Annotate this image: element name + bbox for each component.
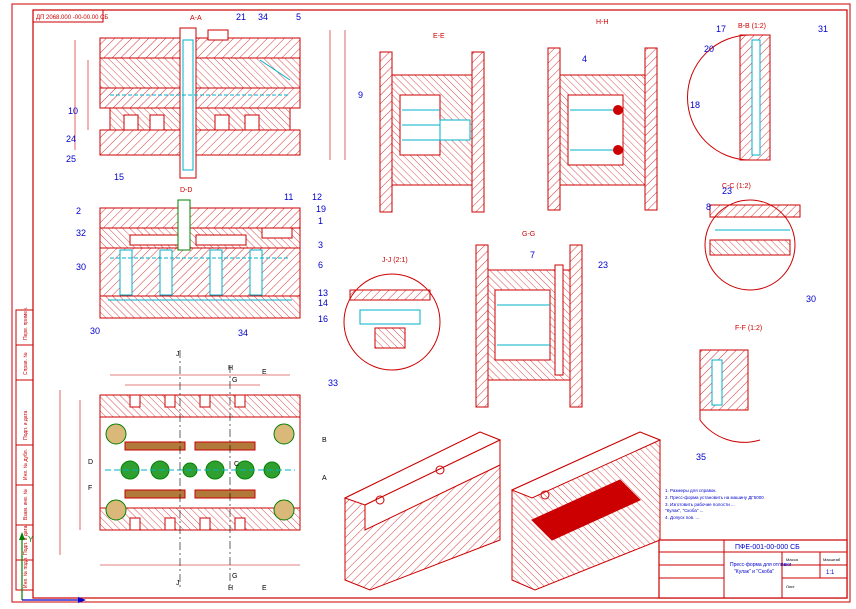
plan-label-g-top: G	[232, 377, 237, 384]
left-strip-item7: Инв. № подл.	[23, 557, 29, 588]
note-2: 2. Пресс-форма установить на машину ДГ50…	[665, 495, 764, 500]
callout-9: 9	[358, 90, 363, 100]
isometric-view-left	[343, 431, 502, 591]
title-sheet-label: Лист	[786, 584, 795, 589]
callout-6: 6	[318, 260, 323, 270]
callout-16: 16	[318, 314, 328, 324]
callout-5: 5	[296, 12, 301, 22]
callout-17: 17	[716, 24, 726, 34]
callout-3: 3	[318, 240, 323, 250]
callout-19: 19	[316, 204, 326, 214]
left-strip-item4: Инв. № дубл.	[23, 449, 29, 480]
callout-7: 7	[530, 250, 535, 260]
plan-view: J J H H G G E E B A C D F	[59, 350, 327, 592]
callout-30b: 30	[90, 326, 100, 336]
section-ff-label: F-F (1:2)	[735, 325, 762, 332]
plan-label-h-bottom: H	[228, 585, 233, 592]
section-aa-view: A-A	[74, 15, 346, 179]
left-strip-item6: Подп. и дата	[23, 525, 29, 555]
doc-code-stamp: ДП 2068.000 -00-00.00 СБ	[36, 15, 108, 21]
section-jj-label: J-J (2:1)	[382, 257, 408, 264]
plan-label-e-top: E	[262, 369, 267, 376]
callout-21: 21	[236, 12, 246, 22]
callout-23b: 23	[722, 186, 732, 196]
left-strip-item1: Перв. примен.	[23, 307, 29, 340]
callout-35: 35	[696, 452, 706, 462]
callouts: 21 34 5 10 24 25 15 11 12 19 1 3 6 13 14…	[66, 12, 828, 462]
section-ff-view: F-F (1:2)	[699, 325, 762, 443]
note-4: "Кулак", "Скоба" ...	[665, 508, 704, 513]
sheet-outer-frame	[11, 3, 851, 603]
callout-2: 2	[76, 206, 81, 216]
plan-label-f: F	[88, 485, 92, 492]
doc-code-stamp-box	[32, 9, 104, 23]
note-3: 3. Изготовить рабочие полости ...	[665, 502, 735, 507]
callout-11: 11	[284, 192, 293, 202]
callout-8: 8	[706, 202, 711, 212]
section-ee-label: E-E	[433, 33, 445, 40]
section-cc-label: C-C (1:2)	[722, 183, 751, 190]
technical-notes: 1. Размеры для справок. 2. Пресс-форма у…	[665, 488, 764, 520]
isometric-view-right	[510, 431, 662, 591]
callout-12: 12	[312, 192, 322, 202]
plan-label-c: C	[234, 461, 239, 468]
callout-30c: 30	[806, 294, 816, 304]
note-1: 1. Размеры для справок.	[665, 488, 717, 493]
callout-13: 13	[318, 288, 328, 298]
section-hh-label: H-H	[596, 19, 608, 26]
plan-label-j-top: J	[176, 351, 180, 358]
plan-label-h-top: H	[228, 365, 233, 372]
callout-30a: 30	[76, 262, 86, 272]
callout-33: 33	[328, 378, 338, 388]
left-strip-item3: Подп. и дата	[23, 410, 29, 440]
callout-18: 18	[690, 100, 700, 110]
section-hh-view: H-H	[547, 19, 658, 211]
plan-label-g-bottom: G	[232, 573, 237, 580]
callout-20: 20	[704, 44, 714, 54]
callout-10: 10	[68, 106, 78, 116]
callout-34a: 34	[258, 12, 268, 22]
title-scale: 1:1	[826, 570, 835, 576]
callout-34b: 34	[238, 328, 248, 338]
ucs-icon: Y	[19, 532, 86, 603]
section-gg-view: G-G	[475, 231, 583, 408]
callout-24: 24	[66, 134, 76, 144]
callout-15: 15	[114, 172, 124, 182]
callout-23a: 23	[598, 260, 608, 270]
section-ee-view: E-E	[379, 33, 485, 213]
callout-1: 1	[318, 216, 323, 226]
title-mass-label: Масса	[786, 557, 799, 562]
plan-label-b: B	[322, 437, 327, 444]
section-dd-label: D-D	[180, 187, 192, 194]
plan-label-e-bottom: E	[262, 585, 267, 592]
title-block: ПФЕ-001-00-000 СБ Пресс-форма для отливк…	[658, 539, 848, 599]
title-code: ПФЕ-001-00-000 СБ	[735, 544, 800, 551]
section-aa-label: A-A	[190, 15, 202, 22]
note-5: 4. Допуск пов. ...	[665, 515, 699, 520]
plan-label-d: D	[88, 459, 93, 466]
title-name-line1: Пресс-форма для отливки	[730, 562, 791, 568]
sheet-inner-frame	[32, 9, 848, 599]
plan-label-j-bottom: J	[176, 580, 180, 587]
svg-text:Y: Y	[28, 535, 34, 544]
section-bb-view: B-B (1:2)	[687, 23, 771, 161]
plan-label-a: A	[322, 475, 327, 482]
left-strip-item2: Справ. №	[23, 352, 29, 375]
section-gg-label: G-G	[522, 231, 535, 238]
title-scale-label: Масштаб	[823, 557, 841, 562]
callout-4: 4	[582, 54, 587, 64]
section-dd-view: D-D	[99, 187, 301, 319]
left-strip-item5: Взам. инв. №	[23, 489, 29, 520]
left-strip: Перв. примен. Справ. № Подп. и дата Инв.…	[15, 307, 34, 591]
section-cc-view: C-C (1:2)	[704, 183, 801, 291]
title-name-line2: "Кулак" и "Скоба"	[734, 569, 774, 575]
callout-31: 31	[818, 24, 828, 34]
callout-32: 32	[76, 228, 86, 238]
callout-14: 14	[318, 298, 328, 308]
callout-25: 25	[66, 154, 76, 164]
section-jj-view: J-J (2:1)	[343, 257, 441, 371]
section-bb-label: B-B (1:2)	[738, 23, 766, 30]
